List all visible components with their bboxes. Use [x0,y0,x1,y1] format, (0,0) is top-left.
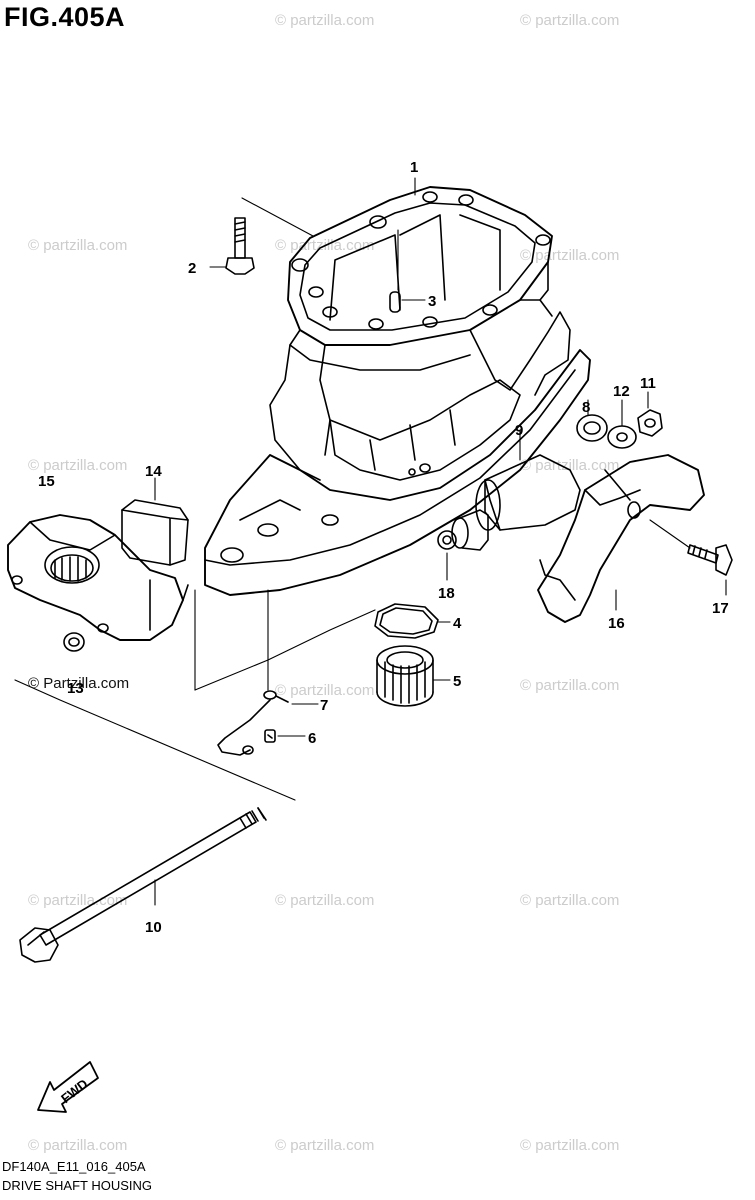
callout-7: 7 [320,697,328,714]
callout-13: 13 [67,680,84,697]
bolt-part-17 [649,519,733,596]
watermark: © partzilla.com [28,1137,127,1154]
callout-5: 5 [453,673,461,690]
rubber-mount-part-14 [121,477,189,566]
dowel-pin-part-3 [389,229,426,313]
watermark: © partzilla.com [520,247,619,264]
watermark: © partzilla.com [520,892,619,909]
bushing-part-5 [376,645,451,707]
washer-part-18 [437,530,457,581]
figure-title: FIG.405A [4,2,126,32]
upper-mount-part-9 [451,429,581,551]
washer-part-12 [607,399,637,449]
callout-18: 18 [438,585,455,602]
screw-part-6 [264,729,306,743]
callout-14: 14 [145,463,162,480]
callout-3: 3 [428,293,436,310]
watermark: © partzilla.com [275,12,374,29]
mount-cover-part-16 [537,454,705,623]
ground-wire-part-7 [217,690,319,756]
callout-15: 15 [38,473,55,490]
callout-10: 10 [145,919,162,936]
watermark-dark: © Partzilla.com [28,675,129,692]
mount-bracket-part-15 [7,514,189,641]
figure-code: DF140A_E11_016_405A [2,1159,146,1174]
watermark: © partzilla.com [275,892,374,909]
gasket-part-4 [374,603,451,639]
callout-labels: 1 2 3 4 5 6 7 8 9 10 11 12 13 14 15 16 1… [38,159,729,936]
callout-6: 6 [308,730,316,747]
long-bolt-part-10 [19,807,267,963]
callout-1: 1 [410,159,418,176]
watermark: © partzilla.com [520,12,619,29]
callout-11: 11 [640,375,656,392]
callout-4: 4 [453,615,462,632]
bolt-part-2 [209,217,255,275]
callout-8: 8 [582,399,590,416]
watermarks: © partzilla.com © partzilla.com © partzi… [28,12,619,1154]
watermark: © partzilla.com [520,457,619,474]
nut-part-11 [637,391,663,437]
watermark: © partzilla.com [275,682,374,699]
washer-part-8 [576,399,608,442]
watermark: © partzilla.com [28,892,127,909]
watermark: © partzilla.com [520,1137,619,1154]
callout-12: 12 [613,383,630,400]
callout-2: 2 [188,260,196,277]
watermark: © partzilla.com [520,677,619,694]
callout-17: 17 [712,600,729,617]
washer-part-13 [14,632,296,801]
watermark: © partzilla.com [28,237,127,254]
drive-shaft-housing [194,186,591,691]
watermark: © partzilla.com [28,457,127,474]
fwd-arrow-icon: FWD [37,1061,99,1113]
figure-name: DRIVE SHAFT HOUSING [2,1178,153,1193]
callout-16: 16 [608,615,625,632]
watermark: © partzilla.com [275,1137,374,1154]
callout-9: 9 [515,422,523,439]
